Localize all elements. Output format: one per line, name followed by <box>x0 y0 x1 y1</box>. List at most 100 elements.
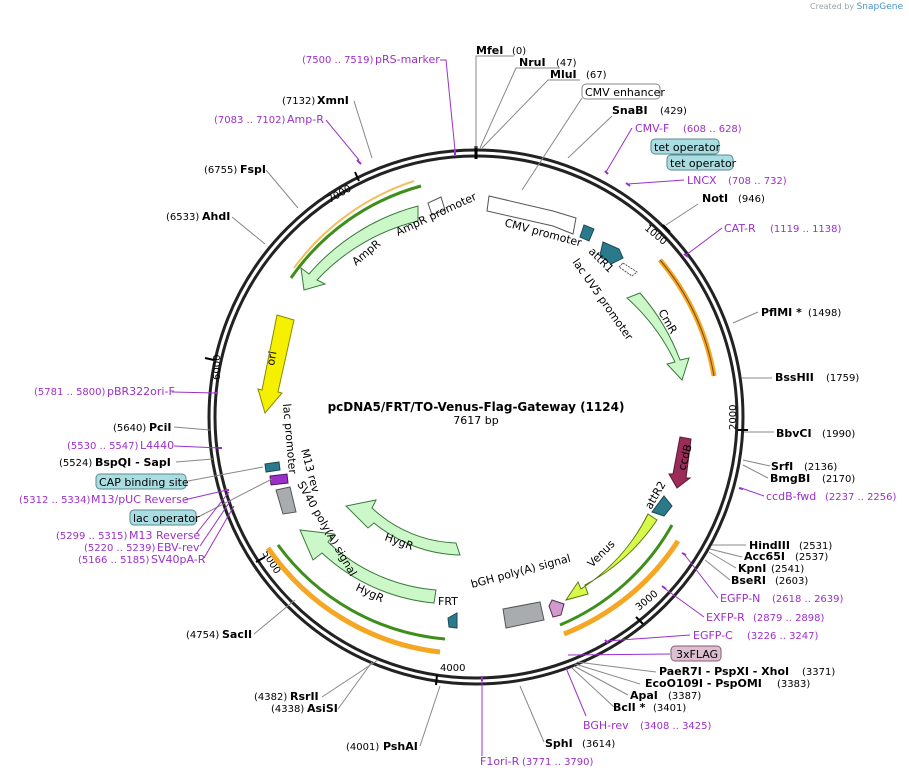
orf-arc-hygr-outer <box>265 546 441 655</box>
site-pshai: PshAI <box>383 740 418 753</box>
primer-pbr: pBR322ori-F <box>107 385 175 398</box>
orf-arcs <box>265 180 717 655</box>
site-pshai-pos: (4001) <box>346 742 379 753</box>
leader-prs-marker <box>440 59 456 151</box>
flag-pentagon <box>548 599 565 618</box>
primer-tick-ampr <box>356 159 362 165</box>
leader-bcli <box>571 667 615 708</box>
leader-egfpc <box>606 634 691 642</box>
site-xhoi-group-pos: (3371) <box>802 667 835 678</box>
site-snabi: SnaBI <box>612 104 648 117</box>
site-rsrii-pos: (4382) <box>254 692 287 703</box>
primer-lncx-pos: (708 .. 732) <box>728 176 787 187</box>
leader-cmvf <box>605 127 633 173</box>
cmv-enhancer-box <box>581 83 661 100</box>
site-bcli-pos: (3401) <box>653 703 686 714</box>
orf-arc-hygr-inner <box>276 544 446 641</box>
primer-tick-cmvf <box>604 170 609 175</box>
tick-3000 <box>635 616 644 625</box>
primer-prs-marker: pRS-marker <box>375 53 440 66</box>
lac-operator-label: lac operator <box>133 512 200 525</box>
site-ahdi: AhdI <box>202 210 230 223</box>
tet-operator-1-label: tet operator <box>654 141 721 154</box>
credit-text: Created by <box>810 2 855 11</box>
cmr-arrow <box>626 292 690 381</box>
site-xmni-pos: (7132) <box>282 96 315 107</box>
tick-label-2000: 2000 <box>728 405 739 430</box>
snapgene-credit: Created by SnapGene <box>810 2 903 12</box>
primer-ampr: Amp-R <box>287 113 324 126</box>
ccdb-arrow <box>668 436 692 489</box>
tet-operator-1-box <box>650 138 720 155</box>
leader-bseri <box>704 559 731 581</box>
tick-7000 <box>354 171 360 182</box>
tick-label-4000: 4000 <box>440 663 465 674</box>
primer-ampr-pos: (7083 .. 7102) <box>214 115 286 126</box>
leader-l4440 <box>173 445 221 449</box>
leader-catr <box>685 227 723 256</box>
leader-ccdbfwd <box>740 487 765 497</box>
orf-arc-ampr <box>289 184 422 279</box>
primer-f1ori: F1ori-R <box>480 755 520 768</box>
site-mfei: MfeI <box>476 44 503 57</box>
orf-arc-venus-outer <box>563 539 681 637</box>
ampr-arrow <box>300 205 419 291</box>
primers: (7500 .. 7519) pRS-marker (7083 .. 7102)… <box>19 53 897 768</box>
leader-m13puc <box>183 489 228 501</box>
tick-5000 <box>255 556 266 563</box>
leader-mlui <box>481 79 580 149</box>
site-pflmi-pos: (1498) <box>808 308 841 319</box>
primer-sv40par: SV40pA-R <box>151 553 206 566</box>
leader-xmni <box>353 100 373 159</box>
leader-pflmi <box>732 311 759 324</box>
site-pflmi: PflMI * <box>761 306 802 319</box>
site-srfi-pos: (2136) <box>804 462 837 473</box>
site-noti-pos: (946) <box>738 194 765 205</box>
backbone <box>207 146 745 686</box>
site-pspomi-group-pos: (3383) <box>777 679 810 690</box>
site-fspi: FspI <box>240 163 266 176</box>
primer-ebvrev: EBV-rev <box>157 541 200 554</box>
site-bsshii: BssHII <box>775 371 814 384</box>
primer-m13rev-pos: (5299 .. 5315) <box>56 531 128 542</box>
primer-m13puc-pos: (5312 .. 5334) <box>19 495 91 506</box>
cmv-enhancer-label: CMV enhancer <box>585 86 665 99</box>
site-fspi-pos: (6755) <box>204 165 237 176</box>
primer-catr-pos: (1119 .. 1138) <box>770 224 842 235</box>
primer-sv40par-pos: (5166 .. 5185) <box>78 555 150 566</box>
site-hindiii: HindIII <box>749 539 790 552</box>
tick-label-6000: 6000 <box>212 355 223 380</box>
restriction-sites-right: MfeI (0) NruI (47) MluI (67) SnaBI (429)… <box>476 44 859 750</box>
site-sacii-pos: (4754) <box>186 630 219 641</box>
tick-marks <box>204 171 748 686</box>
primer-leader-lines <box>171 59 765 756</box>
primer-egfpc-pos: (3226 .. 3247) <box>747 631 819 642</box>
primer-ccdbfwd-pos: (2237 .. 2256) <box>825 492 897 503</box>
leader-acc65i <box>709 548 743 558</box>
leader-xhoi <box>576 661 657 673</box>
features <box>257 195 692 629</box>
site-snabi-pos: (429) <box>660 106 687 117</box>
venus-arrow <box>564 513 658 601</box>
primer-f1ori-pos: (3771 .. 3790) <box>522 757 594 768</box>
site-bmgbi-pos: (2170) <box>822 474 855 485</box>
site-nrui: NruI <box>519 56 546 69</box>
leader-bghrev <box>565 667 587 717</box>
primer-prs-marker-pos: (7500 .. 7519) <box>302 55 374 66</box>
tet-operator-2-box <box>666 154 734 171</box>
leader-sphi <box>519 685 545 743</box>
site-mlui: MluI <box>550 68 577 81</box>
ori-arrow <box>257 314 295 415</box>
primer-egfpc: EGFP-C <box>693 629 733 642</box>
primer-l4440-pos: (5530 .. 5547) <box>67 441 139 452</box>
primer-ticks <box>214 150 744 681</box>
site-bbvci: BbvCI <box>776 427 812 440</box>
snapgene-logo-text: SnapGene <box>856 2 903 12</box>
site-apai: ApaI <box>630 689 658 702</box>
leader-pshai <box>419 685 441 747</box>
site-bseri-pos: (2603) <box>775 576 808 587</box>
leader-ahdi <box>231 216 266 245</box>
primer-m13rev: M13 Reverse <box>129 529 200 542</box>
primer-ccdbfwd: ccdB-fwd <box>766 490 816 503</box>
